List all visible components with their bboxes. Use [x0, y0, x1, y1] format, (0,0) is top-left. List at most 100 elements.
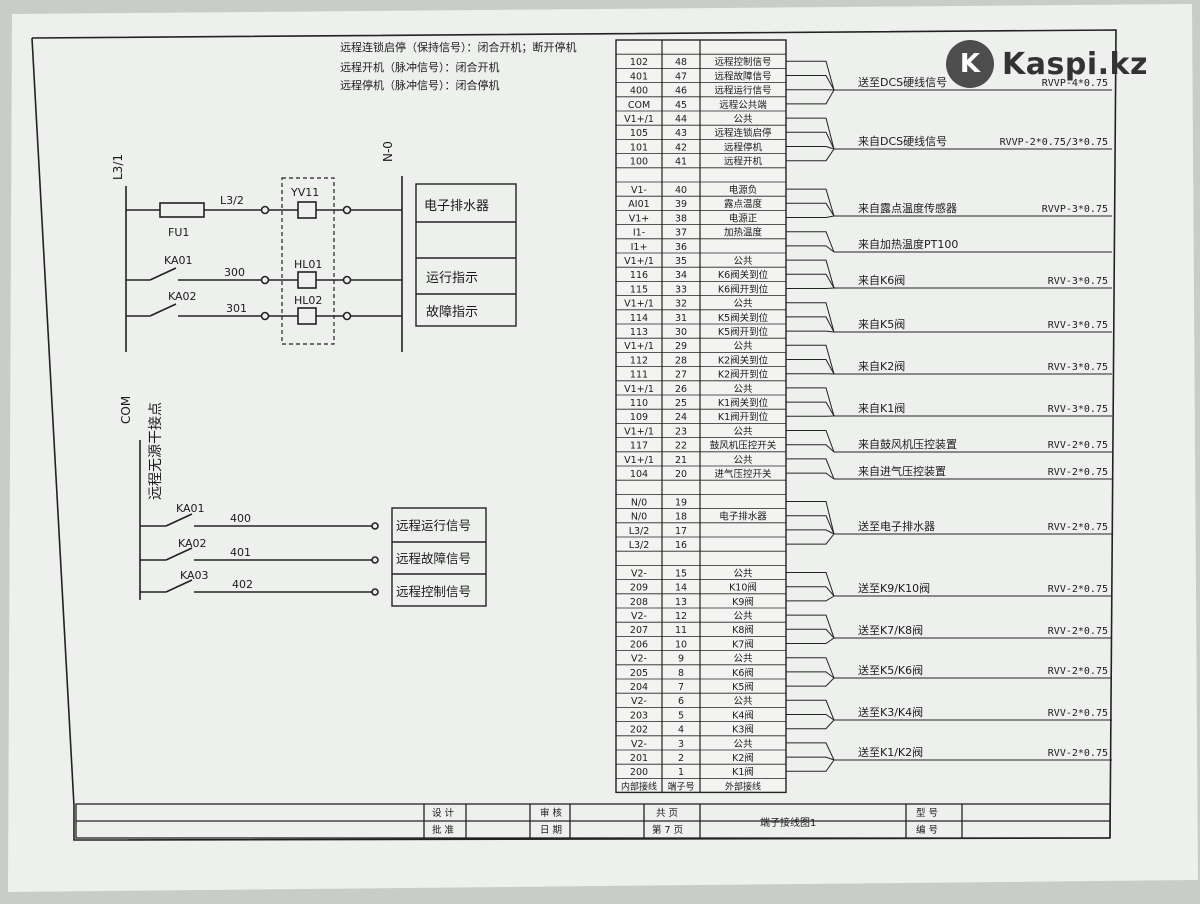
terminal-internal-wire: 110: [630, 398, 648, 409]
ka02-label: KA02: [168, 290, 197, 303]
cable-spec: RVVP-3*0.75: [1042, 204, 1108, 215]
cable-destination: 送至K7/K8阀: [858, 623, 923, 637]
review-label: 审 核: [540, 807, 563, 819]
terminal-external-label: 公共: [733, 426, 753, 437]
terminal-external-label: 远程运行信号: [714, 85, 771, 97]
cable-spec: RVV-2*0.75: [1048, 748, 1108, 759]
note-line-3: 远程停机（脉冲信号）：闭合停机: [340, 78, 500, 92]
wire-402-label: 402: [232, 578, 253, 591]
terminal-number: 6: [678, 696, 684, 707]
terminal-internal-wire: V2-: [631, 568, 647, 579]
remote-run-signal-label: 远程运行信号: [396, 518, 471, 533]
cable-destination: 来自K2阀: [858, 359, 905, 373]
fault-indicator-label: 故障指示: [426, 305, 478, 320]
cable-destination: 来自K1阀: [858, 401, 905, 415]
terminal-internal-wire: 202: [630, 725, 648, 736]
relay-ka03-label: KA03: [180, 569, 209, 582]
terminal-internal-wire: 201: [630, 753, 648, 764]
terminal-internal-wire: V1-: [631, 185, 647, 196]
terminal-external-label: 公共: [733, 739, 753, 750]
footer-external-wiring: 外部接线: [725, 780, 761, 792]
drain-box-label: 电子排水器: [424, 199, 489, 214]
cable-destination: 来自K5阀: [858, 317, 905, 331]
terminal-number: 36: [675, 242, 687, 253]
terminal-number: 10: [675, 639, 687, 650]
terminal-number: 41: [675, 157, 687, 168]
terminal-external-label: 远程控制信号: [714, 56, 771, 68]
cable-spec: RVV-2*0.75: [1048, 708, 1108, 719]
cable-spec: RVV-3*0.75: [1048, 362, 1108, 373]
terminal-external-label: 公共: [733, 611, 753, 622]
kaspi-logo-icon: K: [946, 40, 994, 88]
terminal-number: 30: [675, 327, 687, 338]
cable-spec: RVV-3*0.75: [1048, 276, 1108, 287]
terminal-internal-wire: V1+/1: [624, 299, 654, 310]
terminal-external-label: K4阀: [732, 709, 754, 721]
terminal-number: 42: [675, 142, 687, 153]
cable-wire: [786, 288, 834, 289]
terminal-external-label: 公共: [733, 341, 753, 352]
terminal-external-label: 进气压控开关: [714, 468, 772, 480]
terminal-internal-wire: 116: [630, 270, 648, 281]
terminal-internal-wire: N/0: [631, 497, 647, 508]
ka01-label: KA01: [164, 254, 193, 267]
approve-label: 批 准: [432, 824, 455, 836]
footer-internal-wiring: 内部接线: [621, 780, 657, 792]
terminal-internal-wire: 100: [630, 157, 648, 168]
cable-destination: 来自DCS硬线信号: [858, 134, 947, 148]
terminal-number: 18: [675, 512, 687, 523]
com-label: COM: [119, 396, 133, 424]
terminal-external-label: K5阀: [732, 681, 754, 693]
hl02-label: HL02: [294, 294, 322, 307]
terminal-number: 46: [675, 86, 687, 97]
terminal-internal-wire: 113: [630, 327, 648, 338]
terminal-internal-wire: N/0: [631, 512, 647, 523]
terminal-external-label: 远程停机: [724, 141, 763, 153]
terminal-external-label: 公共: [733, 455, 753, 466]
terminal-number: 39: [675, 199, 687, 210]
terminal-number: 48: [675, 57, 687, 68]
terminal-number: 33: [675, 284, 687, 295]
terminal-number: 38: [675, 213, 687, 224]
run-indicator-label: 运行指示: [426, 271, 478, 286]
l31-label: L3/1: [111, 154, 125, 180]
terminal-number: 22: [675, 441, 687, 452]
terminal-external-label: K5阀关到位: [718, 312, 769, 324]
terminal-number: 21: [675, 455, 687, 466]
cable-spec: RVV-2*0.75: [1048, 584, 1108, 595]
terminal-internal-wire: 104: [630, 469, 648, 480]
terminal-internal-wire: COM: [628, 100, 650, 111]
terminal-internal-wire: I1-: [633, 228, 645, 239]
terminal-internal-wire: 111: [630, 370, 648, 381]
terminal-internal-wire: 101: [630, 142, 648, 153]
terminal-internal-wire: V1+/1: [624, 114, 654, 125]
terminal-external-label: K8阀: [732, 624, 754, 636]
terminal-number: 24: [675, 412, 687, 423]
footer-terminal-number: 端子号: [667, 780, 694, 792]
terminal-number: 43: [675, 128, 687, 139]
terminal-number: 45: [675, 100, 687, 111]
terminal-internal-wire: 115: [630, 284, 648, 295]
cable-destination: 来自鼓风机压控装置: [858, 437, 957, 451]
terminal-number: 26: [675, 384, 687, 395]
terminal-internal-wire: AI01: [628, 199, 649, 210]
cable-spec: RVV-3*0.75: [1048, 320, 1108, 331]
terminal-external-label: 公共: [733, 568, 753, 579]
n0-label: N-0: [381, 141, 395, 162]
total-pages-label: 共 页: [656, 808, 678, 819]
terminal-external-label: 加热温度: [724, 227, 763, 239]
cable-destination: 送至K9/K10阀: [858, 581, 930, 595]
terminal-external-label: 电子排水器: [719, 511, 767, 523]
terminal-internal-wire: 401: [630, 71, 648, 82]
terminal-number: 14: [675, 583, 687, 594]
terminal-external-label: 公共: [733, 299, 753, 310]
terminal-internal-wire: 114: [630, 313, 648, 324]
cable-spec: RVV-2*0.75: [1048, 666, 1108, 677]
terminal-internal-wire: V1+/1: [624, 455, 654, 466]
cable-spec: RVV-2*0.75: [1048, 626, 1108, 637]
terminal-external-label: K3阀: [732, 724, 754, 736]
terminal-external-label: K1阀关到位: [718, 397, 769, 409]
cable-spec: RVV-2*0.75: [1048, 467, 1108, 478]
